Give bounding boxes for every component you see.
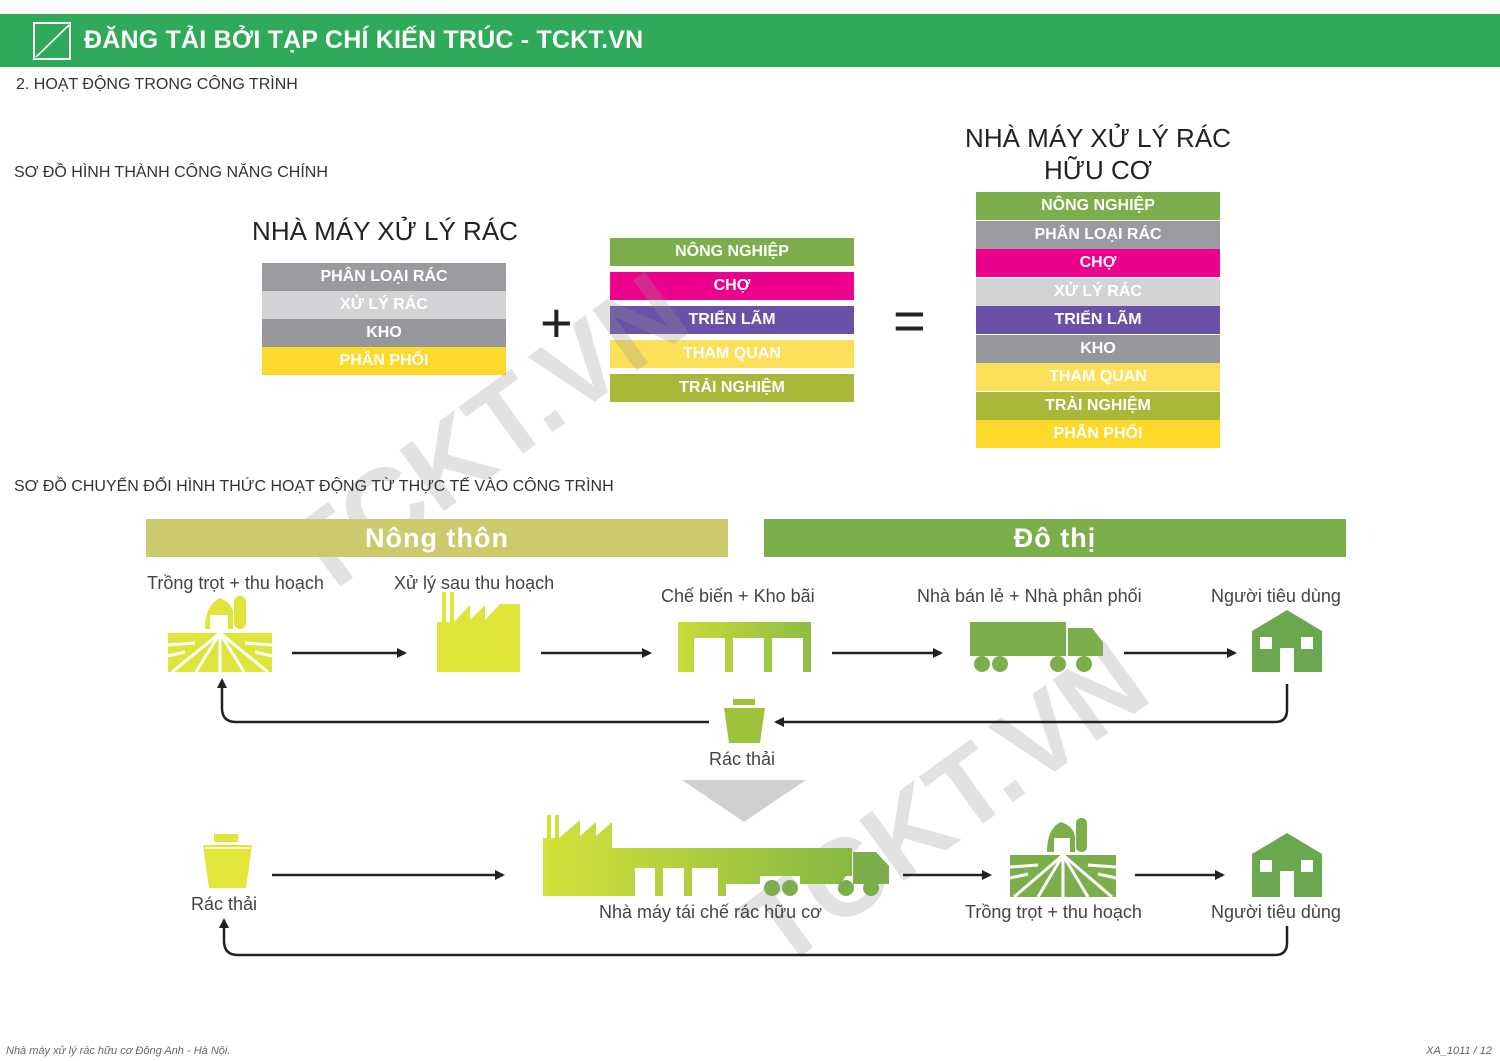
equals-symbol: = [893, 289, 926, 352]
result-block-row: KHO [976, 334, 1220, 363]
middle-block-row: TRIỂN LÃM [610, 306, 854, 334]
result-block-row: XỬ LÝ RÁC [976, 277, 1220, 306]
farm-icon [167, 596, 273, 674]
bottom-label-waste: Rác thải [191, 894, 258, 914]
return-arrow-bottom [219, 918, 1289, 957]
publisher-logo-icon [33, 22, 71, 60]
middle-block-row: NÔNG NGHIỆP [610, 238, 854, 266]
house-icon [1252, 610, 1322, 672]
flow-label-post-harvest: Xử lý sau thu hoạch [394, 573, 555, 593]
result-block-row: PHÂN LOẠI RÁC [976, 220, 1220, 249]
trash-bin-icon [724, 699, 765, 743]
flow-label-retail: Nhà bán lẻ + Nhà phân phối [917, 586, 1142, 606]
result-block-row: TRIỂN LÃM [976, 306, 1220, 334]
flow-label-waste: Rác thải [709, 749, 776, 769]
left-block-row: KHO [262, 319, 506, 347]
return-arrow-to-farm [217, 678, 709, 724]
return-arrow-to-waste [774, 684, 1289, 727]
middle-block-row: THAM QUAN [610, 340, 854, 368]
zone-rural: Nông thôn [146, 519, 728, 557]
flow-label-farming: Trồng trọt + thu hoạch [147, 573, 324, 593]
bottom-label-farming: Trồng trọt + thu hoạch [965, 902, 1142, 922]
truck-icon [970, 622, 1103, 672]
left-block-row: XỬ LÝ RÁC [262, 291, 506, 319]
result-block-row: THAM QUAN [976, 363, 1220, 391]
result-block-row: PHÂN PHỐI [976, 420, 1220, 448]
result-title-line1: NHÀ MÁY XỬ LÝ RÁC [965, 123, 1231, 153]
result-block-title: NHÀ MÁY XỬ LÝ RÁC HỮU CƠ [950, 122, 1246, 186]
plus-symbol: + [540, 291, 573, 354]
left-block-title: NHÀ MÁY XỬ LÝ RÁC [252, 216, 518, 246]
function-diagram-heading: SƠ ĐỒ HÌNH THÀNH CÔNG NĂNG CHÍNH [14, 164, 328, 181]
left-block-row: PHÂN LOẠI RÁC [262, 263, 506, 291]
banner-title: ĐĂNG TẢI BỞI TẠP CHÍ KIẾN TRÚC - TCKT.VN [84, 26, 644, 54]
left-block-row: PHÂN PHỐI [262, 347, 506, 375]
result-title-line2: HỮU CƠ [1043, 155, 1153, 185]
section-heading: 2. HOẠT ĐỘNG TRONG CÔNG TRÌNH [16, 76, 298, 93]
factory-icon [437, 592, 520, 672]
warehouse-icon [678, 622, 811, 672]
middle-block-stack: NÔNG NGHIỆP CHỢ TRIỂN LÃM THAM QUAN TRẢI NGH… [610, 238, 854, 408]
flow-label-consumer: Người tiêu dùng [1211, 586, 1341, 606]
bottom-label-consumer: Người tiêu dùng [1211, 902, 1341, 922]
flow-label-processing: Chế biến + Kho bãi [661, 586, 815, 606]
footer-caption: Nhà máy xử lý rác hữu cơ Đông Anh - Hà N… [6, 1045, 231, 1057]
result-block-row: NÔNG NGHIỆP [976, 192, 1220, 220]
middle-block-row: CHỢ [610, 272, 854, 300]
zone-urban: Đô thị [764, 519, 1346, 557]
farm-icon-bottom [1009, 818, 1117, 899]
publisher-banner [0, 14, 1500, 67]
page-number: XA_1011 / 12 [1426, 1045, 1492, 1057]
down-arrow-icon [682, 780, 806, 822]
bottom-label-recycling-plant: Nhà máy tái chế rác hữu cơ [599, 902, 822, 922]
recycling-plant-icon [543, 815, 889, 896]
result-block-row: TRẢI NGHIỆM [976, 391, 1220, 420]
result-block-row: CHỢ [976, 249, 1220, 277]
trash-bin-icon-bottom [203, 834, 252, 888]
house-icon-bottom [1252, 833, 1322, 897]
middle-block-row: TRẢI NGHIỆM [610, 374, 854, 402]
flow-diagram-heading: SƠ ĐỒ CHUYỂN ĐỔI HÌNH THỨC HOẠT ĐỘNG TỪ … [14, 478, 614, 495]
